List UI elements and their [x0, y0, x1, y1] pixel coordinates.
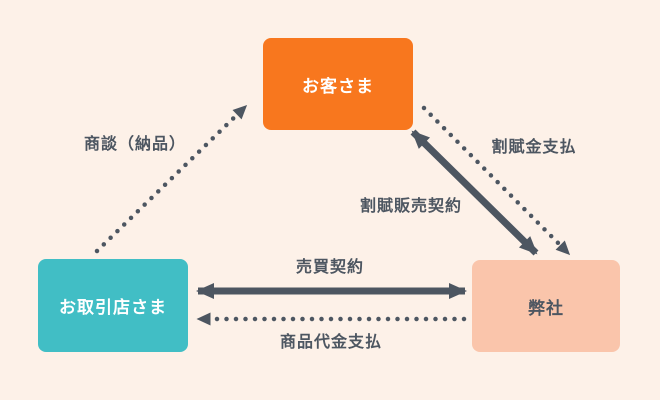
edge-label-sales-contract: 売買契約 — [295, 259, 365, 276]
node-dealer: お取引店さま — [38, 259, 188, 352]
node-company: 弊社 — [472, 260, 620, 352]
arrow-installment-payment — [421, 105, 572, 257]
edge-label-installment-sales-contract: 割賦販売契約 — [359, 198, 463, 215]
node-customer: お客さま — [263, 38, 413, 130]
edge-label-installment-payment: 割賦金支払 — [491, 139, 577, 156]
edge-label-negotiation: 商談（納品） — [83, 136, 187, 153]
arrow-negotiation — [94, 103, 249, 254]
edge-label-goods-payment: 商品代金支払 — [279, 334, 383, 351]
